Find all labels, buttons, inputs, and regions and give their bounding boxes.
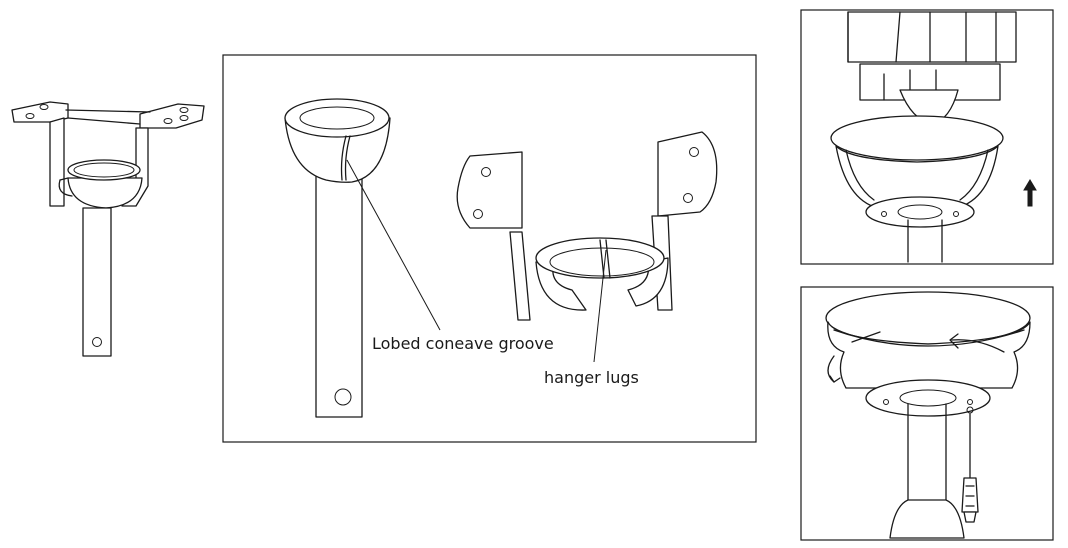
exploded-view-panel — [222, 54, 757, 443]
canopy-screw-illustration — [825, 291, 1031, 539]
assembled-bracket-illustration — [11, 101, 205, 357]
down-rod-ball-icon — [284, 98, 391, 418]
hanging-bracket-icon — [456, 131, 718, 321]
canopy-raise-panel — [800, 9, 1054, 265]
lugs-leader-line — [593, 249, 607, 363]
canopy-raise-illustration — [830, 11, 1017, 263]
up-arrow-icon — [1023, 179, 1037, 207]
groove-label: Lobed coneave groove — [372, 334, 554, 353]
groove-leader-line — [346, 159, 441, 331]
rotate-arrow-icon — [827, 331, 1005, 383]
canopy-screw-panel — [800, 286, 1054, 541]
screwdriver-icon — [961, 406, 979, 523]
lugs-label: hanger lugs — [544, 368, 639, 387]
